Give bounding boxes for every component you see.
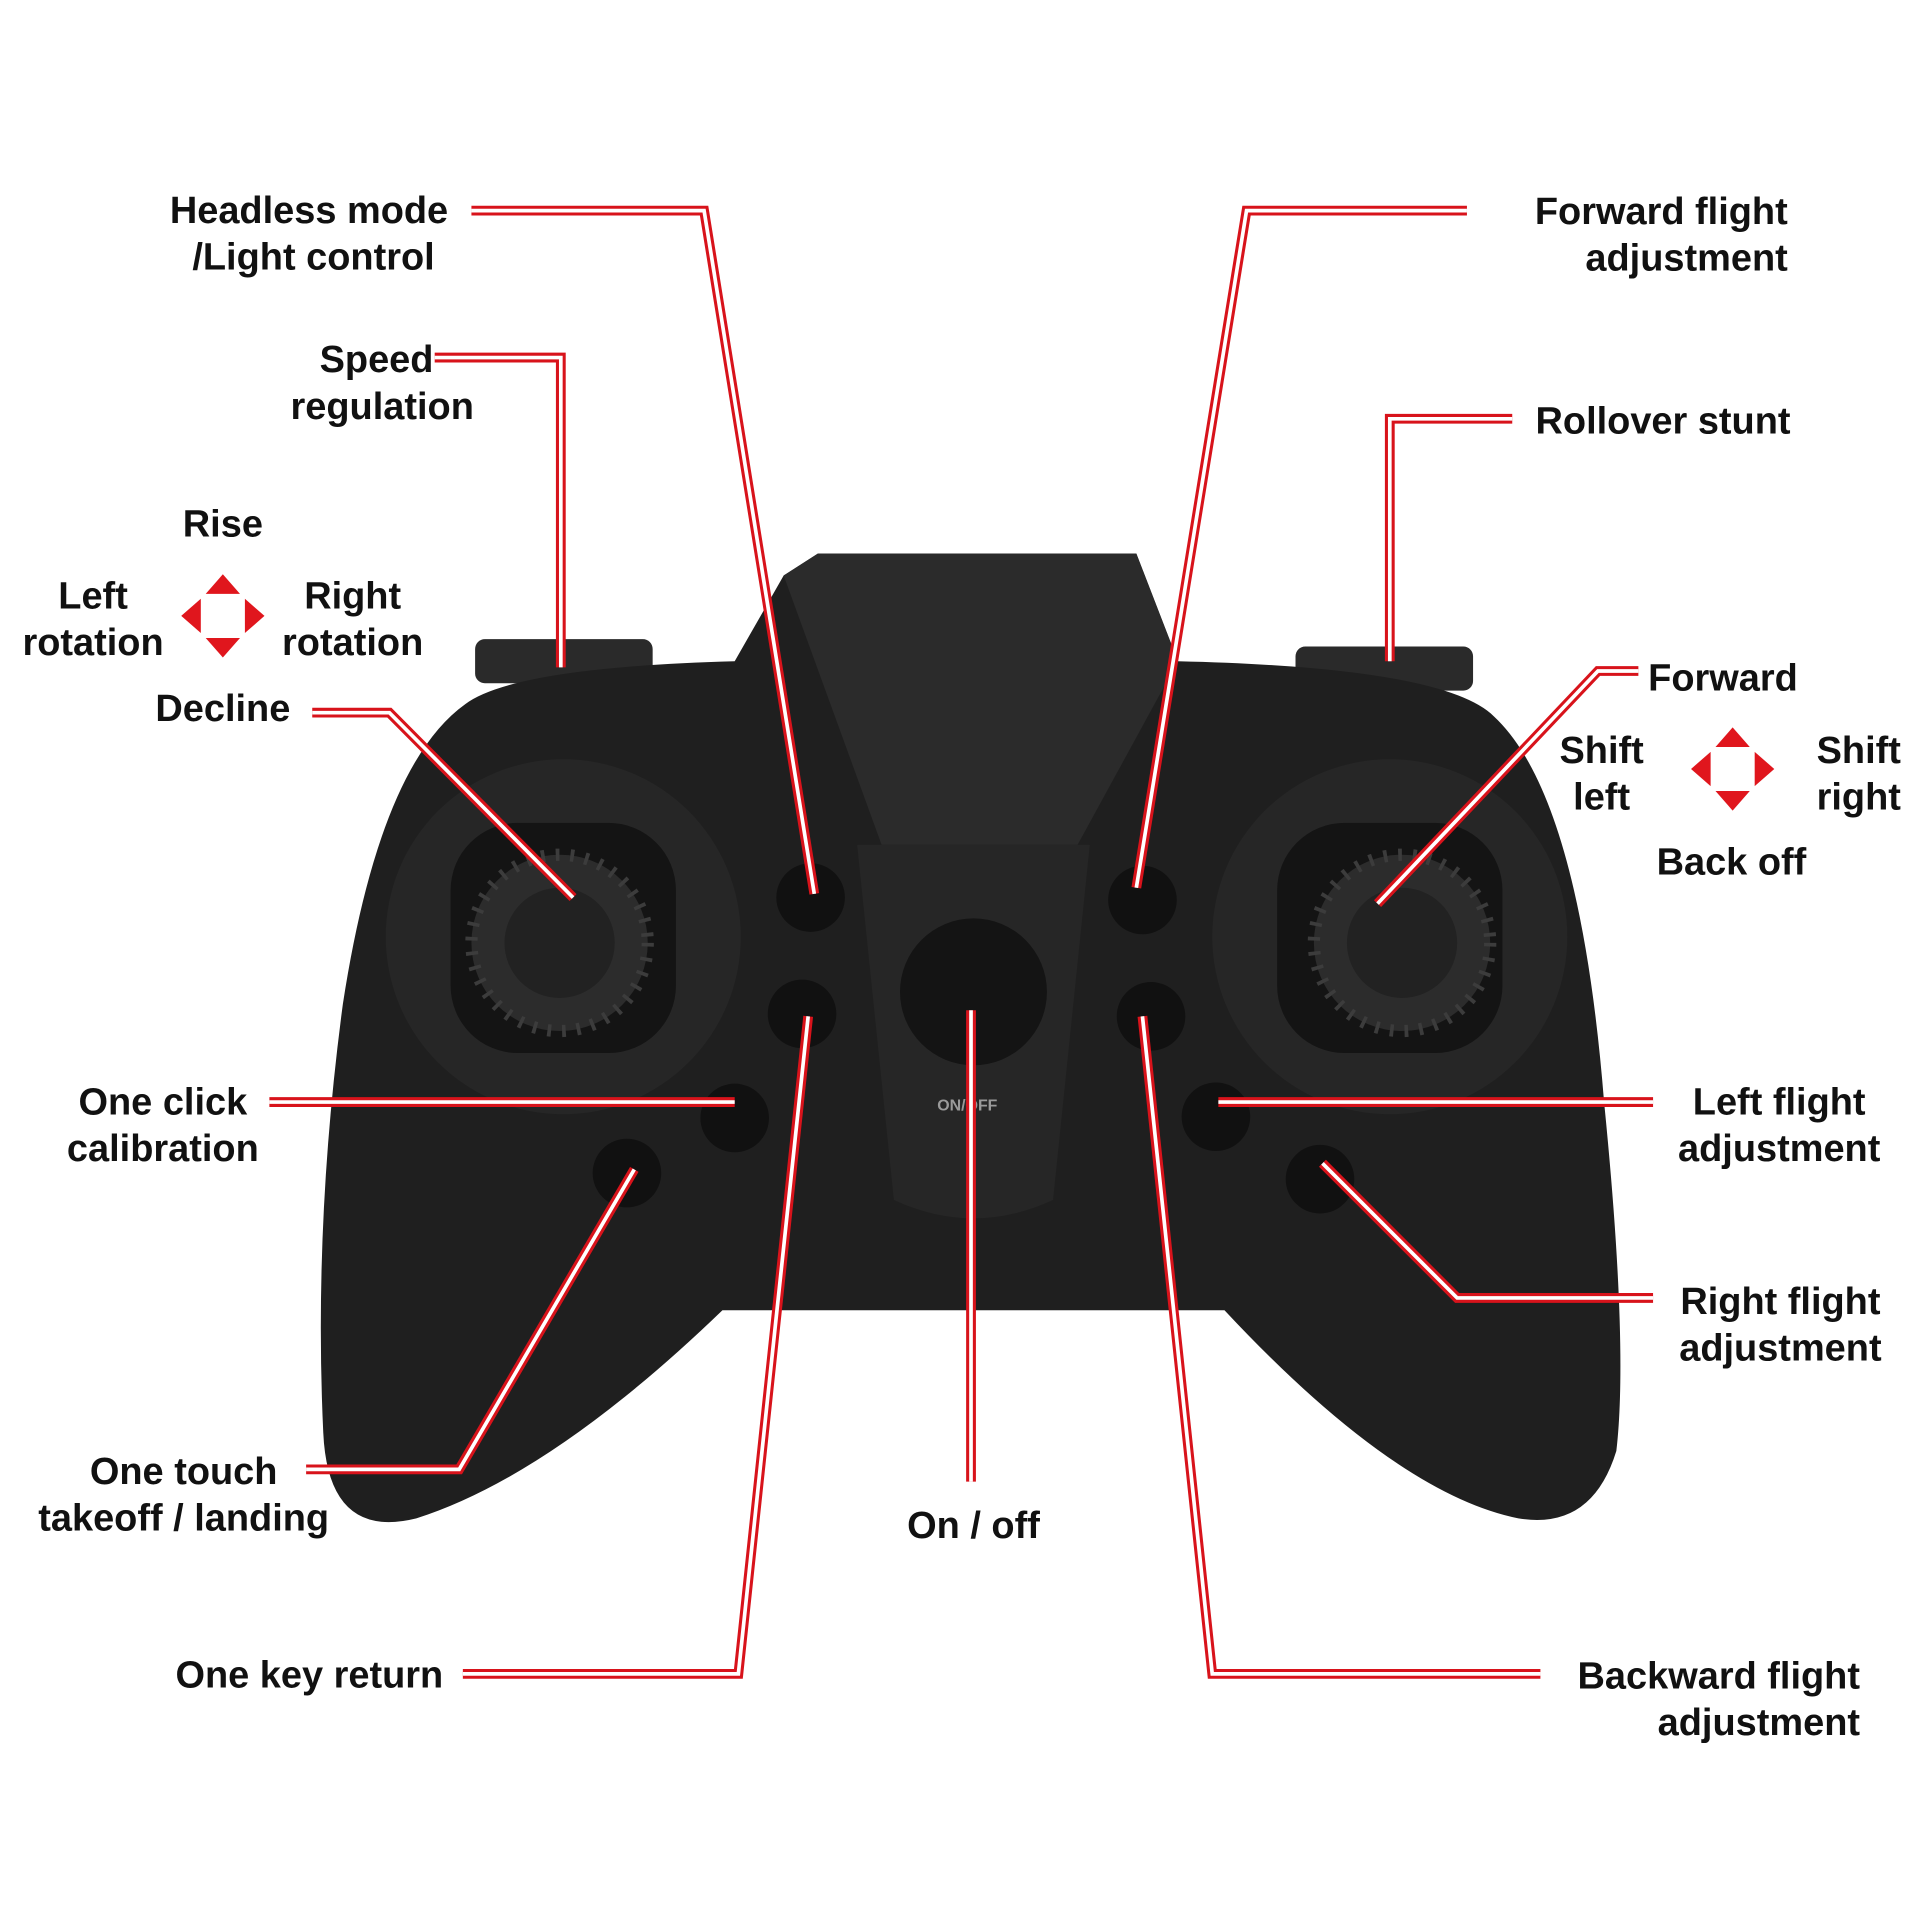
direction-arrows-icon xyxy=(1691,727,1775,811)
svg-text:Forward flight: Forward flight xyxy=(1535,191,1788,233)
svg-text:takeoff / landing: takeoff / landing xyxy=(38,1498,329,1540)
leader-line-backward xyxy=(1140,1016,1541,1676)
label-shift-right: Shift right xyxy=(1817,730,1902,819)
label-decline: Decline xyxy=(155,688,290,730)
svg-text:One click: One click xyxy=(79,1081,249,1123)
label-shift-left: Shift left xyxy=(1559,730,1644,819)
svg-text:One touch: One touch xyxy=(90,1451,278,1493)
svg-text:Shift: Shift xyxy=(1559,730,1644,772)
label-one-touch: One touch takeoff / landing xyxy=(38,1451,329,1540)
right-trim-button[interactable] xyxy=(1285,1144,1355,1214)
leader-line-return xyxy=(462,1016,810,1676)
power-button[interactable] xyxy=(900,918,1047,1066)
svg-text:adjustment: adjustment xyxy=(1678,1128,1881,1170)
label-left-adj: Left flight adjustment xyxy=(1678,1081,1881,1170)
controller: ON/OFF xyxy=(320,553,1621,1523)
direction-arrows-icon xyxy=(181,574,265,658)
svg-text:/Light control: /Light control xyxy=(192,236,434,278)
svg-text:Left flight: Left flight xyxy=(1693,1081,1866,1123)
leader-lines xyxy=(269,205,1654,1679)
svg-text:Backward flight: Backward flight xyxy=(1578,1656,1861,1698)
label-rollover: Rollover stunt xyxy=(1536,400,1791,442)
leader-line-decline xyxy=(312,710,575,899)
left-trim-button[interactable] xyxy=(1181,1082,1251,1152)
forward-trim-button[interactable] xyxy=(1108,865,1177,935)
backward-trim-button[interactable] xyxy=(1116,982,1186,1051)
leader-line-right-adj xyxy=(1321,1161,1654,1300)
svg-text:Left: Left xyxy=(58,576,128,618)
label-forward-adj: Forward flight adjustment xyxy=(1535,191,1788,280)
label-one-click: One click calibration xyxy=(67,1081,259,1170)
leader-line-headless xyxy=(471,208,817,895)
svg-text:Right flight: Right flight xyxy=(1680,1281,1881,1323)
svg-text:rotation: rotation xyxy=(22,622,163,664)
svg-text:calibration: calibration xyxy=(67,1128,259,1170)
label-speed: Speed regulation xyxy=(291,339,474,428)
calibration-button[interactable] xyxy=(700,1083,769,1153)
svg-text:Shift: Shift xyxy=(1817,730,1902,772)
leader-line-forward xyxy=(1376,669,1639,905)
svg-text:Right: Right xyxy=(304,576,401,618)
label-backward-adj: Backward flight adjustment xyxy=(1578,1656,1861,1745)
svg-text:regulation: regulation xyxy=(291,386,474,428)
label-back-off: Back off xyxy=(1657,841,1807,883)
label-rise: Rise xyxy=(183,503,263,545)
label-forward: Forward xyxy=(1648,658,1798,700)
leader-line-speed xyxy=(434,355,563,668)
leader-line-forward-adj xyxy=(1134,208,1467,889)
leader-line-rollover xyxy=(1387,416,1513,662)
svg-text:adjustment: adjustment xyxy=(1585,238,1788,280)
label-right-rotation: Right rotation xyxy=(282,576,423,665)
leader-line-one-touch xyxy=(306,1168,636,1472)
svg-text:Headless mode: Headless mode xyxy=(170,190,448,232)
svg-text:right: right xyxy=(1817,776,1902,818)
label-right-adj: Right flight adjustment xyxy=(1679,1281,1882,1370)
svg-text:left: left xyxy=(1573,776,1630,818)
label-left-rotation: Left rotation xyxy=(22,576,163,665)
svg-text:adjustment: adjustment xyxy=(1658,1702,1861,1744)
leader-line-rollover xyxy=(1384,413,1513,662)
svg-text:adjustment: adjustment xyxy=(1679,1327,1882,1369)
svg-text:rotation: rotation xyxy=(282,622,423,664)
label-headless: Headless mode /Light control xyxy=(170,190,448,279)
return-button[interactable] xyxy=(767,979,837,1049)
label-on-off: On / off xyxy=(907,1505,1040,1547)
label-one-key-return: One key return xyxy=(175,1654,443,1696)
svg-text:Speed: Speed xyxy=(320,339,434,381)
headless-button[interactable] xyxy=(776,863,845,932)
